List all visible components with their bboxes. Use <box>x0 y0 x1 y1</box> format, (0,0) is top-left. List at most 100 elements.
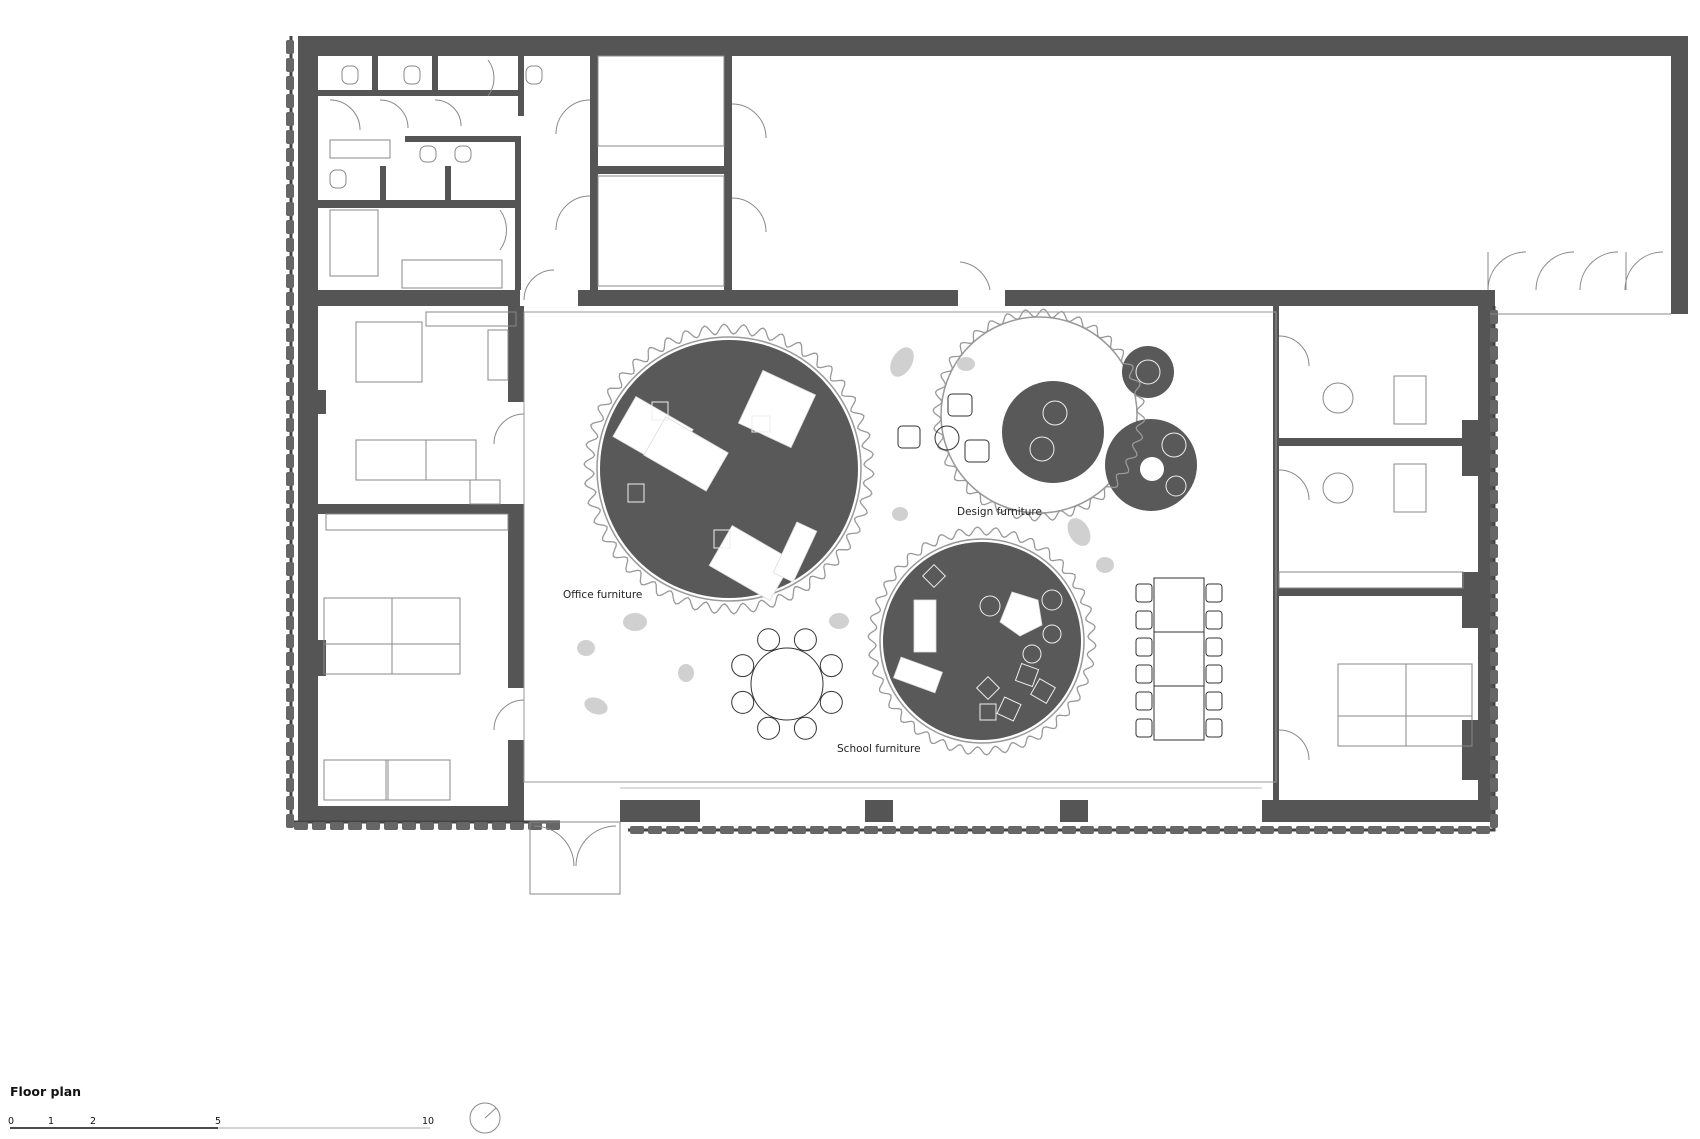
facade-panel <box>846 826 860 834</box>
facade-panel <box>1490 634 1498 648</box>
facade-panel <box>286 688 294 702</box>
facade-panel <box>286 598 294 612</box>
scale-tick-5: 5 <box>215 1116 221 1127</box>
facade-panel <box>1260 826 1274 834</box>
facade-panel <box>1490 670 1498 684</box>
left-office-furniture <box>323 311 525 801</box>
facade-panel <box>1490 454 1498 468</box>
fringe-wave <box>867 526 1097 756</box>
facade-panel <box>810 826 824 834</box>
facade-panel <box>286 292 294 306</box>
label-design-furniture: Design furniture <box>957 506 1042 518</box>
facade-panel <box>286 652 294 666</box>
facade-panel <box>286 76 294 90</box>
facade-panel <box>1490 346 1498 360</box>
chair <box>819 654 843 678</box>
facade-panel <box>286 220 294 234</box>
facade-panel <box>286 166 294 180</box>
facade-panel <box>1490 328 1498 342</box>
facade-panel <box>286 112 294 126</box>
facade-panel <box>1098 826 1112 834</box>
facade-panel <box>286 346 294 360</box>
facade-panel <box>420 822 434 830</box>
facade-panel <box>286 544 294 558</box>
facade-panel <box>882 826 896 834</box>
facade-panel <box>1044 826 1058 834</box>
facade-panel <box>1490 760 1498 774</box>
scale-tick-10: 10 <box>422 1116 434 1127</box>
chair <box>1135 583 1153 603</box>
facade-panel <box>1170 826 1184 834</box>
facade-panel <box>286 328 294 342</box>
chair <box>1205 610 1223 630</box>
fringe-wave <box>932 308 1146 522</box>
facade-panel <box>1116 826 1130 834</box>
chair <box>757 628 781 652</box>
facade-panel <box>702 826 716 834</box>
facade-panel <box>286 94 294 108</box>
facade-panel <box>286 778 294 792</box>
scale-bar: 0 1 2 5 10 <box>8 1116 434 1129</box>
facade-panel <box>286 364 294 378</box>
chair <box>819 690 843 714</box>
chair <box>1135 691 1153 711</box>
facade-panel <box>1490 742 1498 756</box>
scale-tick-1: 1 <box>48 1116 54 1127</box>
facade-panel <box>286 148 294 162</box>
facade-panel <box>864 826 878 834</box>
facade-panel <box>286 580 294 594</box>
facade-panel <box>1490 688 1498 702</box>
facade-panel <box>286 724 294 738</box>
facade-panel <box>900 826 914 834</box>
facade-panel <box>286 616 294 630</box>
facade-panel <box>1386 826 1400 834</box>
facade-panel <box>1476 826 1490 834</box>
north-arrow-icon <box>469 1102 501 1134</box>
facade-panel <box>286 526 294 540</box>
scale-tick-0: 0 <box>8 1116 14 1127</box>
facade-panel <box>1490 490 1498 504</box>
facade-panel <box>1224 826 1238 834</box>
facade-panel <box>286 436 294 450</box>
facade-panel <box>286 742 294 756</box>
facade-panel <box>1490 796 1498 810</box>
chair <box>1135 718 1153 738</box>
facade-panel <box>1422 826 1436 834</box>
facade-panel <box>1490 544 1498 558</box>
facade-panel <box>286 400 294 414</box>
facade-panel <box>1490 400 1498 414</box>
chair <box>793 716 817 740</box>
facade-panel <box>1490 562 1498 576</box>
toilet-fixtures <box>329 55 991 301</box>
facade-panel <box>1332 826 1346 834</box>
facade-panel <box>1490 724 1498 738</box>
facade-panel <box>286 184 294 198</box>
facade-panel <box>1490 526 1498 540</box>
facade-panel <box>286 382 294 396</box>
facade-panel <box>1188 826 1202 834</box>
facade-panel <box>1490 814 1498 828</box>
main-hall <box>523 311 1277 789</box>
human-figures <box>577 347 1114 715</box>
platform-fringes <box>583 308 1146 756</box>
facade-panel <box>294 822 308 830</box>
facade-panel <box>1368 826 1382 834</box>
chair <box>1135 610 1153 630</box>
chair <box>1205 664 1223 684</box>
facade-panel <box>972 826 986 834</box>
chair <box>1135 664 1153 684</box>
facade-panel <box>720 826 734 834</box>
facade-panel <box>1440 826 1454 834</box>
plan-title: Floor plan <box>10 1084 81 1099</box>
facade-panel <box>1206 826 1220 834</box>
facade-panel <box>286 274 294 288</box>
facade-panel <box>286 796 294 810</box>
chair <box>731 690 755 714</box>
platform-chairs <box>627 359 1187 722</box>
facade-panel <box>286 58 294 72</box>
facade-panel <box>1490 616 1498 630</box>
facade-panel <box>384 822 398 830</box>
right-office-furniture <box>1278 335 1473 761</box>
facade-panel <box>648 826 662 834</box>
